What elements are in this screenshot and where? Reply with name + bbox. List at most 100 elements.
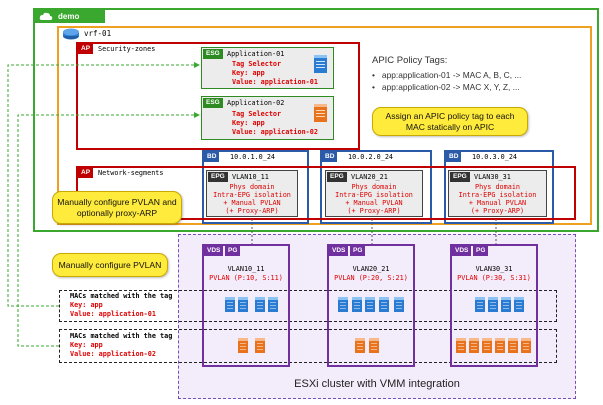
pg-vds-tag-2: VDS [329, 246, 349, 256]
tag-link-1 [7, 62, 200, 307]
esg-name-1: Application-01 [227, 50, 285, 58]
bd-tag-2: BD [322, 152, 338, 162]
bd-tag-3: BD [446, 152, 462, 162]
bd-subnet-2: 10.0.2.0_24 [348, 153, 394, 161]
vm-icon [508, 338, 518, 353]
mac-box-1 [59, 290, 557, 322]
pg-name-2: VLAN20_21 [352, 265, 390, 273]
tenant-box [33, 8, 599, 232]
esg-key-2: Key: app [232, 119, 265, 127]
bd-subnet-1: 10.0.1.0_24 [230, 153, 276, 161]
pg-vds-tag-1: VDS [204, 246, 224, 256]
vrf-box [57, 26, 592, 225]
pg-pvlan-1: PVLAN (P:10, S:11) [209, 274, 283, 282]
vm-icon [255, 297, 265, 312]
vm-icon [238, 338, 248, 353]
policy-tags-list: • app:application-01 -> MAC A, B, C, ...… [372, 69, 521, 93]
mac-value-2: Value: application-02 [70, 350, 156, 358]
vm-icon [369, 338, 379, 353]
policy-tag-item: • app:application-02 -> MAC X, Y, Z, ... [372, 82, 520, 92]
bd-box-1 [202, 150, 309, 224]
ap-network-tag: AP [78, 168, 94, 178]
vm-icon [495, 338, 505, 353]
vm-icon [482, 338, 492, 353]
epg-name-2: VLAN20_21 [351, 173, 388, 181]
esg-selector-2: Tag Selector [232, 110, 282, 118]
epg-tag-3: EPG [450, 172, 470, 182]
vm-icon [255, 338, 265, 353]
vm-icon [469, 338, 479, 353]
tenant-header [35, 10, 105, 23]
ap-network-name: Network-segments [98, 169, 164, 177]
vm-icon [501, 297, 511, 312]
esxi-cluster-label: ESXi cluster with VMM integration [294, 378, 460, 390]
pg-box-3 [450, 244, 538, 367]
vm-icon [268, 297, 278, 312]
pg-box-2 [327, 244, 415, 367]
policy-tags-title: APIC Policy Tags: [372, 55, 448, 66]
pg-vds-tag-3: VDS [452, 246, 472, 256]
vm-icon [514, 297, 524, 312]
esg-selector-1: Tag Selector [232, 60, 282, 68]
vm-icon [355, 338, 365, 353]
esg-box-1 [201, 47, 334, 89]
epg-pg-links [251, 219, 497, 244]
router-icon [62, 28, 80, 40]
vm-icon [225, 297, 235, 312]
epg-tag-1: EPG [208, 172, 228, 182]
vm-server-icon [314, 104, 327, 122]
mac-key-1: Key: app [70, 301, 103, 309]
mac-key-2: Key: app [70, 341, 103, 349]
vm-icon [475, 297, 485, 312]
vrf-name: vrf-01 [84, 29, 112, 38]
cloud-icon [39, 11, 53, 21]
vm-icon [365, 297, 375, 312]
mac-box-2 [59, 329, 557, 363]
ap-security-box [76, 42, 360, 150]
epg-tag-2: EPG [327, 172, 347, 182]
vm-icon [338, 297, 348, 312]
vm-server-icon [314, 55, 327, 73]
policy-tag-item: • app:application-01 -> MAC A, B, C, ... [372, 70, 522, 80]
ap-security-name: Security-zones [98, 45, 156, 53]
vm-icon [521, 338, 531, 353]
mac-value-1: Value: application-01 [70, 310, 156, 318]
bd-box-3 [444, 150, 554, 224]
vm-icon [352, 297, 362, 312]
epg-name-3: VLAN30_31 [474, 173, 511, 181]
esxi-cluster-box [178, 234, 576, 399]
pg-pvlan-2: PVLAN (P:20, S:21) [334, 274, 408, 282]
mac-title-2: MACs matched with the tag [70, 332, 173, 340]
vm-icon [394, 297, 404, 312]
tag-link-2 [17, 112, 200, 347]
pg-pg-tag-1: PG [225, 246, 241, 256]
esg-tag-2: ESG [203, 98, 223, 108]
bd-tag-1: BD [204, 152, 220, 162]
pg-box-1 [202, 244, 290, 367]
vm-icon [238, 297, 248, 312]
vm-icon [488, 297, 498, 312]
pg-pvlan-3: PVLAN (P:30, S:31) [457, 274, 531, 282]
esg-key-1: Key: app [232, 69, 265, 77]
mac-title-1: MACs matched with the tag [70, 292, 173, 300]
pg-pg-tag-2: PG [350, 246, 366, 256]
note-pvlan-proxy: Manually configure PVLAN and optionally … [52, 191, 182, 224]
esg-name-2: Application-02 [227, 99, 285, 107]
bd-box-2 [320, 150, 432, 224]
tenant-name: demo [58, 12, 80, 21]
note-pvlan: Manually configure PVLAN [52, 253, 168, 277]
note-assign-tag: Assign an APIC policy tag to each MAC st… [372, 107, 528, 136]
pg-pg-tag-3: PG [473, 246, 489, 256]
vm-icon [456, 338, 466, 353]
esg-value-1: Value: application-01 [232, 78, 318, 86]
epg-name-1: VLAN10_11 [232, 173, 269, 181]
esg-tag-1: ESG [203, 49, 223, 59]
vm-icon [379, 297, 389, 312]
pg-name-3: VLAN30_31 [475, 265, 513, 273]
pg-name-1: VLAN10_11 [227, 265, 265, 273]
esg-value-2: Value: application-02 [232, 128, 318, 136]
